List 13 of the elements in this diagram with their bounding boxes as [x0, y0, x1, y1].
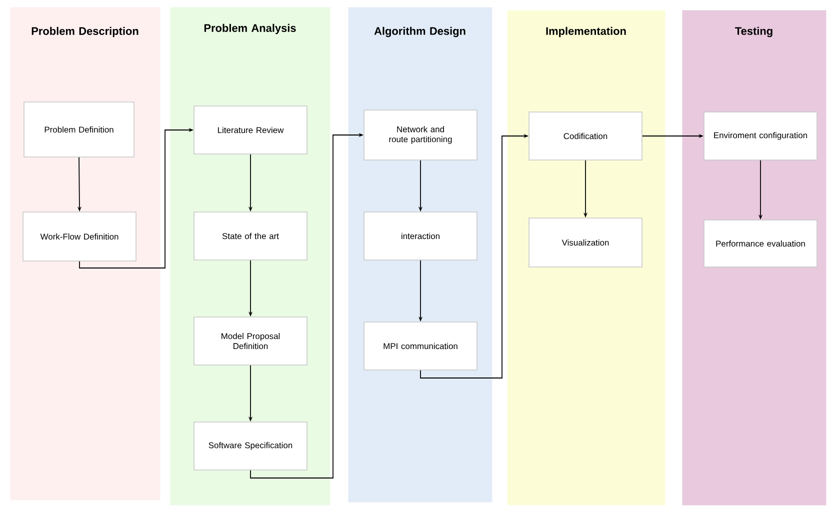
process-box: Enviroment configuration [704, 112, 818, 160]
process-box: Visualization [528, 218, 642, 268]
process-box: Software Specification [194, 422, 308, 470]
process-box: interaction [364, 212, 478, 260]
process-box: Problem Definition [24, 102, 134, 158]
process-box: Performance evaluation [704, 220, 818, 268]
process-box: State of the art [194, 212, 308, 260]
process-box: Model Proposal Definition [194, 316, 308, 366]
process-box: MPI communication [364, 322, 478, 370]
process-box: Work-Flow Definition [22, 212, 136, 262]
process-box: Literature Review [194, 106, 308, 154]
process-box: Codification [528, 112, 642, 160]
process-box: Network and route partitioning [364, 110, 478, 160]
